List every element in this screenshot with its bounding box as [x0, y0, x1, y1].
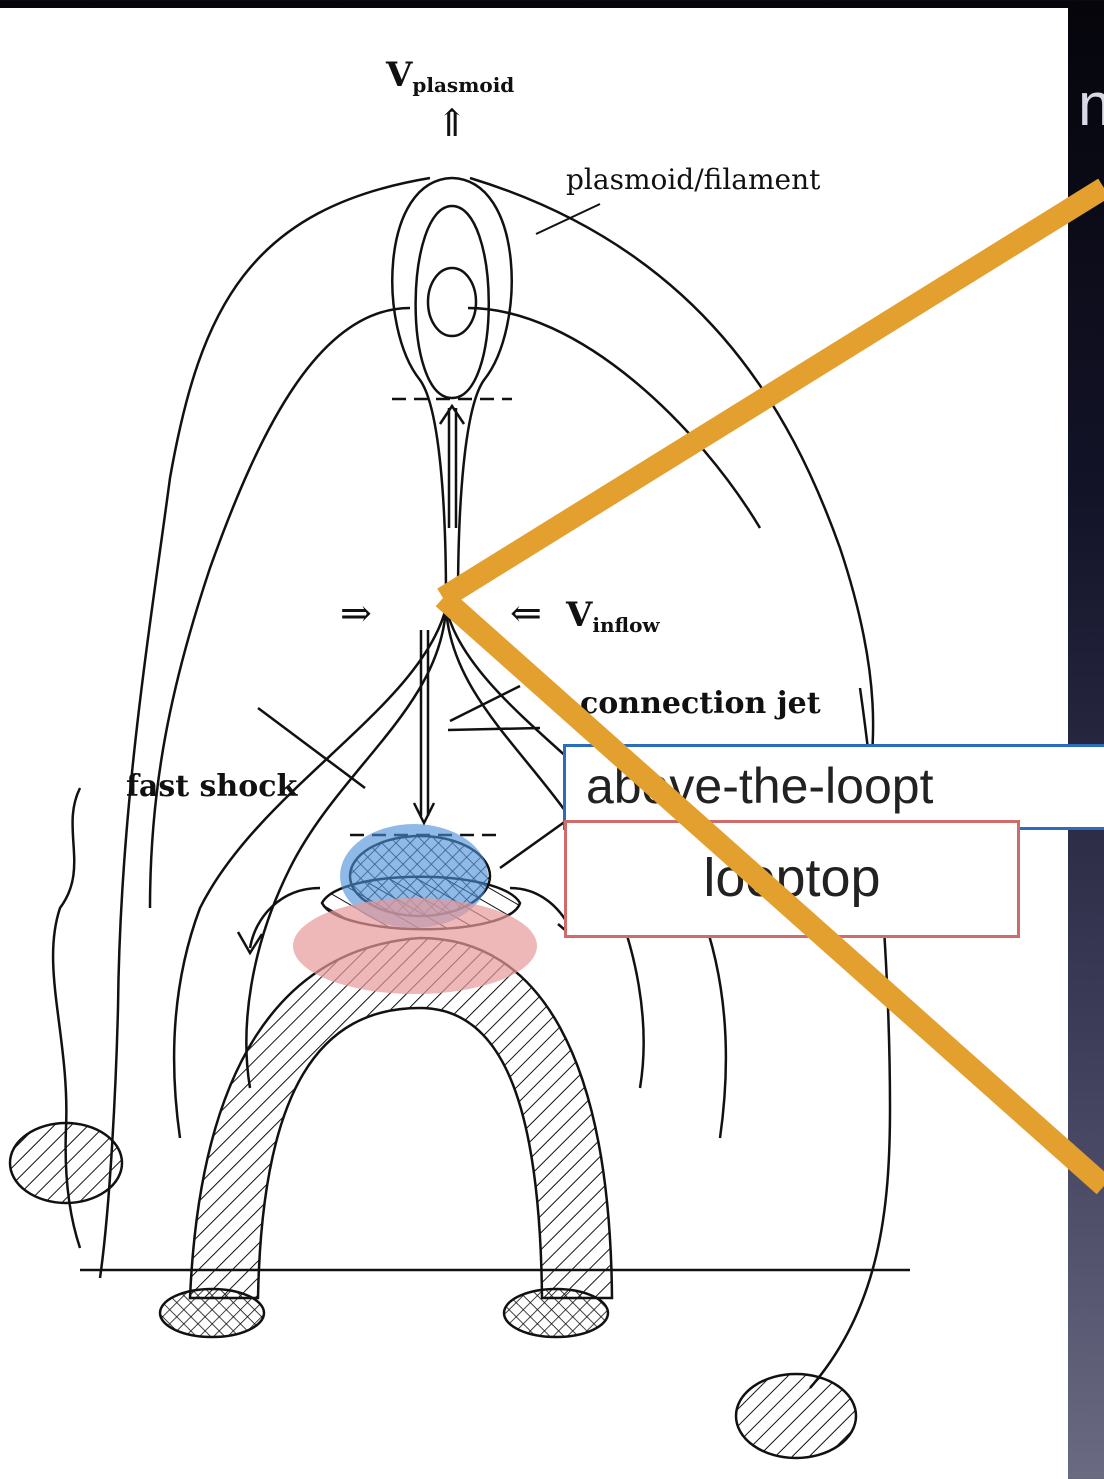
plasmoid-filament-label: plasmoid/filament: [566, 163, 821, 196]
v-inflow-label: Vinflow: [565, 595, 660, 637]
looptop-label: looptop: [703, 848, 881, 908]
footpoints: [8, 1121, 910, 1460]
v-plasmoid-label: Vplasmoid: [385, 55, 514, 97]
looptop-box: looptop: [564, 820, 1020, 938]
up-arrow-glyph: ⇑: [436, 101, 468, 145]
right-edge-glyph: n: [1078, 71, 1104, 138]
above-the-looptop-label: above-the-loopt: [586, 758, 934, 814]
red-highlight: [293, 898, 537, 994]
inflow-arrow-left: ⇒: [340, 591, 372, 635]
fast-shock-label: fast shock: [126, 769, 299, 804]
reconnection-jet-label: connection jet: [580, 686, 821, 721]
above-the-looptop-box: above-the-loopt: [563, 744, 1104, 830]
plasmoid-rings: [391, 176, 513, 599]
dashed-marks: [350, 397, 512, 837]
inflow-arrow-right: ⇐: [510, 591, 542, 635]
